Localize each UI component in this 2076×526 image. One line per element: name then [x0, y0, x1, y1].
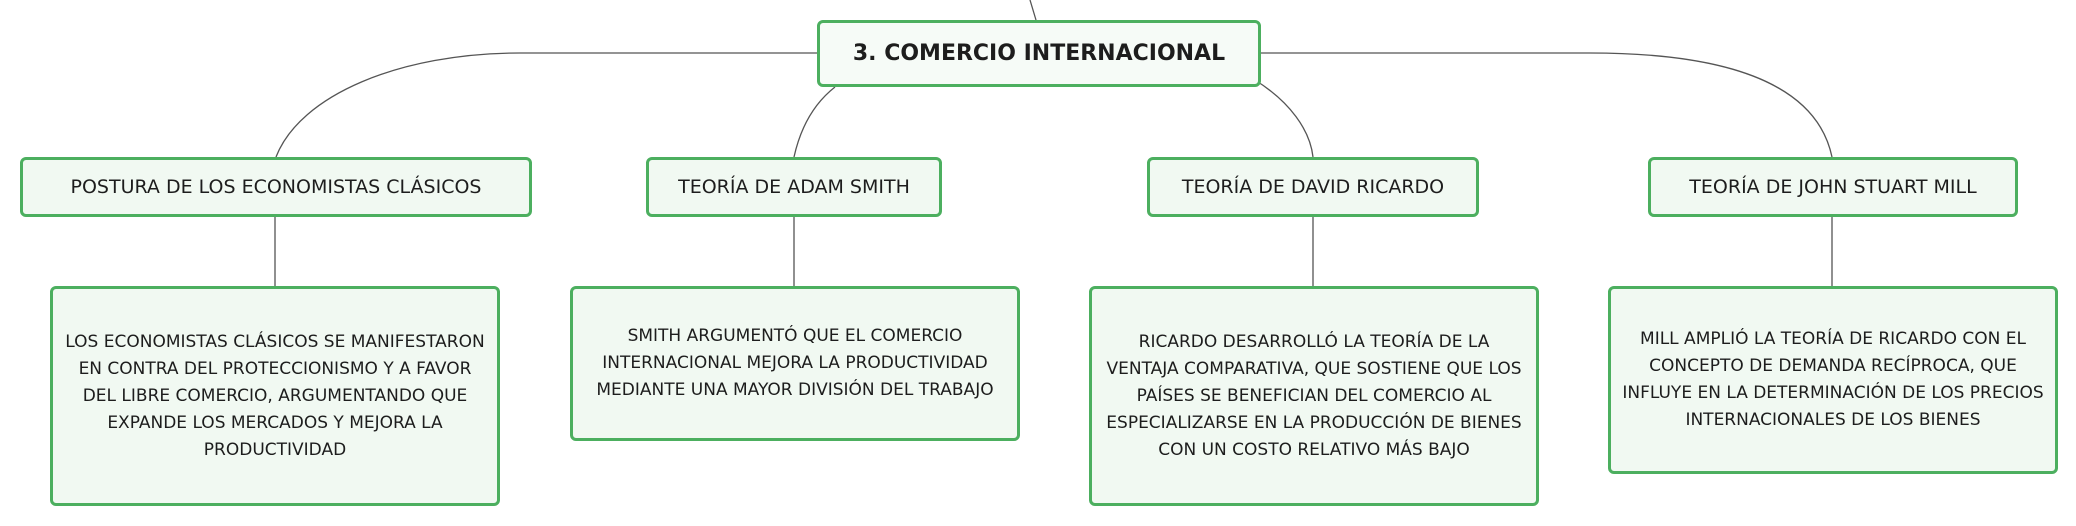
- connector-root-to-branch-0: [275, 52, 817, 158]
- subtopic-john-stuart-mill[interactable]: MILL AMPLIÓ LA TEORÍA DE RICARDO CON EL …: [1608, 286, 2058, 474]
- subtopic-adam-smith[interactable]: SMITH ARGUMENTÓ QUE EL COMERCIO INTERNAC…: [570, 286, 1020, 441]
- subtopic-economistas-clasicos[interactable]: LOS ECONOMISTAS CLÁSICOS SE MANIFESTARON…: [50, 286, 500, 506]
- topic-david-ricardo[interactable]: TEORÍA DE DAVID RICARDO: [1147, 157, 1479, 217]
- subtopic-text: SMITH ARGUMENTÓ QUE EL COMERCIO INTERNAC…: [596, 326, 994, 400]
- subtopic-text: RICARDO DESARROLLÓ LA TEORÍA DE LA VENTA…: [1106, 331, 1522, 460]
- connector-root-to-branch-3: [1261, 52, 1833, 158]
- topic-label: TEORÍA DE DAVID RICARDO: [1181, 176, 1445, 198]
- topic-john-stuart-mill[interactable]: TEORÍA DE JOHN STUART MILL: [1648, 157, 2018, 217]
- subtopic-text: LOS ECONOMISTAS CLÁSICOS SE MANIFESTARON…: [65, 331, 485, 460]
- topic-label: TEORÍA DE ADAM SMITH: [678, 176, 910, 198]
- root-topic[interactable]: 3. COMERCIO INTERNACIONAL: [817, 20, 1261, 87]
- subtopic-david-ricardo[interactable]: RICARDO DESARROLLÓ LA TEORÍA DE LA VENTA…: [1089, 286, 1539, 506]
- topic-label: POSTURA DE LOS ECONOMISTAS CLÁSICOS: [70, 176, 482, 198]
- connector-root-to-branch-2: [1254, 79, 1314, 158]
- subtopic-text: MILL AMPLIÓ LA TEORÍA DE RICARDO CON EL …: [1622, 329, 2044, 430]
- connector-root-to-branch-1: [793, 86, 836, 158]
- topic-label: TEORÍA DE JOHN STUART MILL: [1689, 176, 1977, 198]
- topic-economistas-clasicos[interactable]: POSTURA DE LOS ECONOMISTAS CLÁSICOS: [20, 157, 532, 217]
- connector-parent-to-root: [1029, 0, 1037, 21]
- root-topic-label: 3. COMERCIO INTERNACIONAL: [852, 41, 1226, 66]
- topic-adam-smith[interactable]: TEORÍA DE ADAM SMITH: [646, 157, 942, 217]
